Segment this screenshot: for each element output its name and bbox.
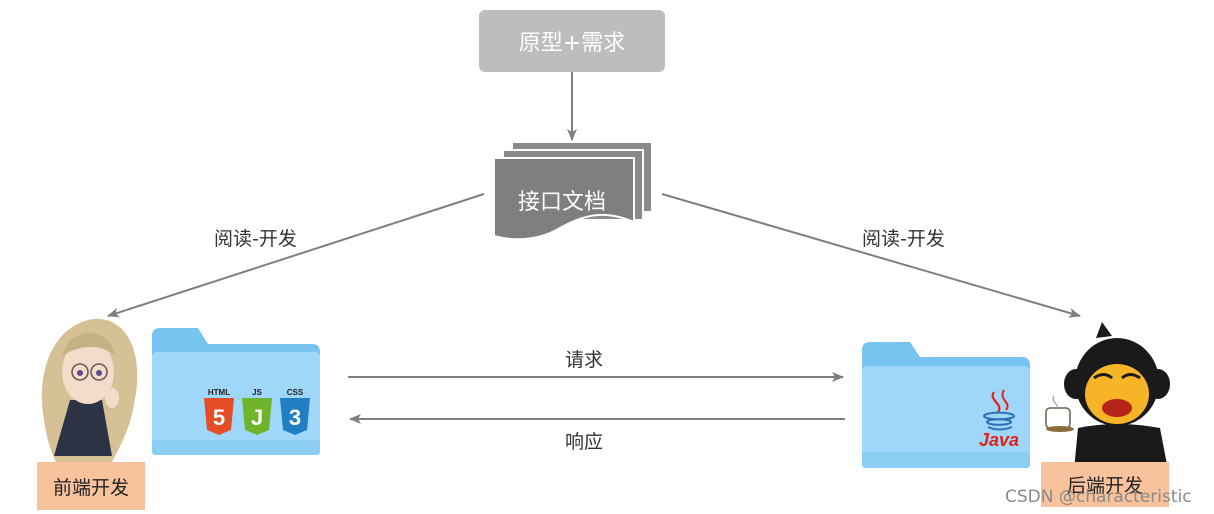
java-logo-text: Java [979,430,1019,450]
html-badge-digit: 5 [213,405,225,430]
requirements-node: 原型+需求 [479,10,665,72]
arrow-doc-to-backend [661,193,1081,318]
anime-girl-icon [41,318,138,462]
js-badge-label: JS [252,388,262,397]
api-doc-stack-icon [493,141,653,241]
html-badge-label: HTML [208,388,230,397]
css-badge-label: CSS [287,388,304,397]
edge-label-request: 请求 [565,349,604,371]
watermark: CSDN @characteristic [1005,487,1192,507]
edge-label-left-read: 阅读-开发 [214,228,297,250]
frontend-folder-icon [152,328,320,455]
backend-role-badge: 后端开发 [1041,462,1169,507]
arrow-doc-to-frontend [107,193,485,318]
html5-badge-icon [204,398,234,435]
frontend-role-badge: 前端开发 [37,462,145,510]
css3-badge-icon [280,398,310,435]
api-doc-label: 接口文档 [517,190,606,215]
backend-folder-icon [862,342,1030,468]
java-logo-icon [983,389,1015,431]
edge-label-response: 响应 [565,431,604,453]
css-badge-digit: 3 [289,405,301,430]
monkey-with-coffee-icon [1045,322,1170,470]
js-badge-icon [242,398,272,435]
edge-label-right-read: 阅读-开发 [862,228,945,250]
js-badge-digit: J [251,405,263,430]
